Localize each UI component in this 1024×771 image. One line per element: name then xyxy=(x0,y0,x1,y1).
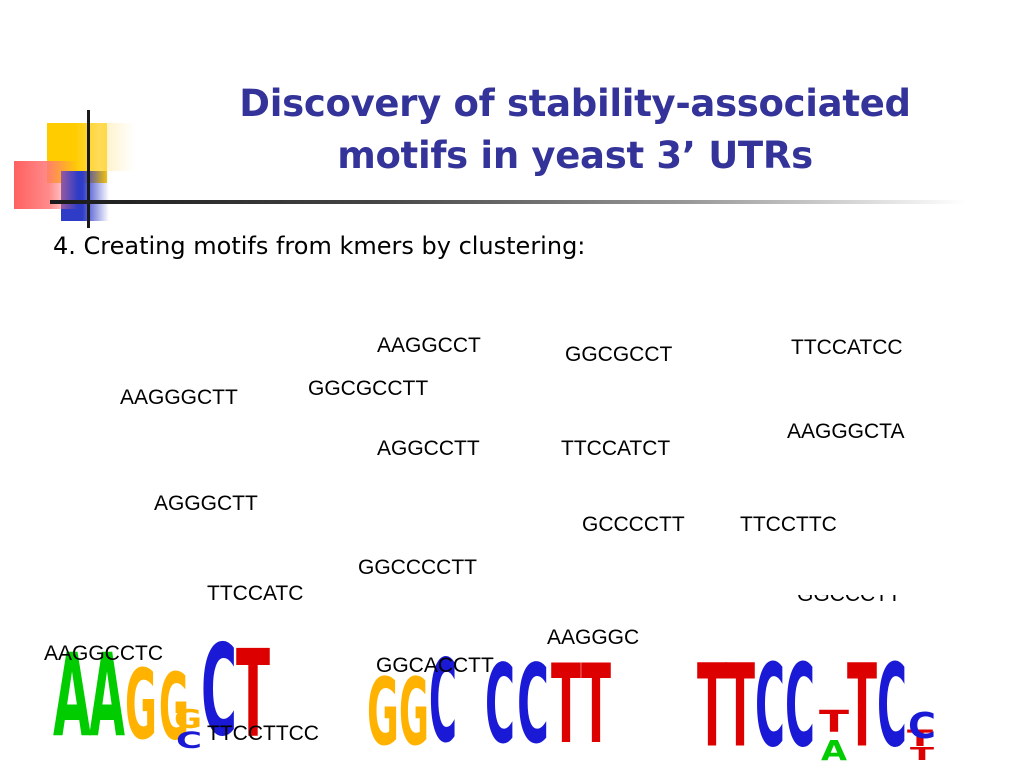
logo3-letter-6: A xyxy=(821,734,847,766)
kmer-label: AAGGCCTC xyxy=(44,642,164,665)
logo3-letter-1: T xyxy=(697,640,727,766)
logo3-letter-10: C xyxy=(908,706,936,747)
logo2-letter-5: C xyxy=(517,642,549,766)
kmer-label: AGGCCTT xyxy=(377,437,480,460)
kmer-label: GGCGCCTT xyxy=(308,377,429,400)
logo1-letter-1: A xyxy=(53,630,91,758)
sequence-logo-1: A A G G G C C T xyxy=(45,618,305,765)
logo3-letter-9: T xyxy=(907,727,933,752)
kmer-label: AAGGCCT xyxy=(377,334,481,357)
kmer-label: TTCCTTC xyxy=(740,513,837,536)
kmer-label: GCCCCTT xyxy=(582,513,685,536)
kmer-label: GGCACCTT xyxy=(376,654,494,677)
step-caption: 4. Creating motifs from kmers by cluster… xyxy=(53,232,586,260)
logo3-letter-11: T xyxy=(910,744,935,765)
logo3-letter-4: C xyxy=(785,640,815,766)
kmer-label: AAGGGC xyxy=(547,626,640,649)
slide-title: Discovery of stability-associated motifs… xyxy=(150,78,1000,182)
logo3-letter-7: T xyxy=(847,640,877,766)
logo1-letter-5: G xyxy=(174,705,202,735)
logo2-letter-6: T xyxy=(551,642,581,766)
slide-title-line-1: Discovery of stability-associated xyxy=(239,82,911,125)
kmer-label: TTCCTTCC xyxy=(207,722,319,745)
logo3-letter-8: C xyxy=(877,640,907,766)
kmer-label: AAGGGCTA xyxy=(787,420,905,443)
sequence-logo-3: T T C C T A T C T C T xyxy=(695,636,955,771)
logo3-letter-2: T xyxy=(725,640,755,766)
logo1-letter-2: A xyxy=(89,630,125,758)
sequence-logo-2: G G C C C T T xyxy=(365,636,625,771)
kmer-label: TTCCATCC xyxy=(791,336,903,359)
logo2-letter-3: C xyxy=(429,636,457,766)
kmer-label: AAGGGCTT xyxy=(120,386,238,409)
logo2-letter-4: C xyxy=(485,642,515,766)
title-divider-line xyxy=(50,200,965,204)
slide-title-line-2: motifs in yeast 3’ UTRs xyxy=(337,134,813,177)
logo1-letter-4: G xyxy=(159,654,189,758)
logo2-letter-2: G xyxy=(399,660,429,766)
decor-soft-highlight xyxy=(75,123,135,171)
kmer-label: AGGGCTT xyxy=(154,492,258,515)
logo2-letter-7: T xyxy=(581,642,611,766)
logo3-letter-3: C xyxy=(755,640,785,766)
decor-vertical-line xyxy=(87,110,90,228)
logo1-letter-6: C xyxy=(176,729,202,754)
logo1-letter-8: T xyxy=(236,628,270,758)
kmer-label: TTCCATC xyxy=(207,582,304,605)
logo1-letter-3: G xyxy=(125,649,157,758)
kmer-label: TTCCATCT xyxy=(561,437,671,460)
logo3-letter-5: T xyxy=(819,705,850,740)
logo2-letter-1: G xyxy=(367,660,399,766)
kmer-label: GGCGCCT xyxy=(565,343,673,366)
logo1-letter-7: C xyxy=(201,628,237,758)
kmer-label: GGCCCCTT xyxy=(358,556,477,579)
